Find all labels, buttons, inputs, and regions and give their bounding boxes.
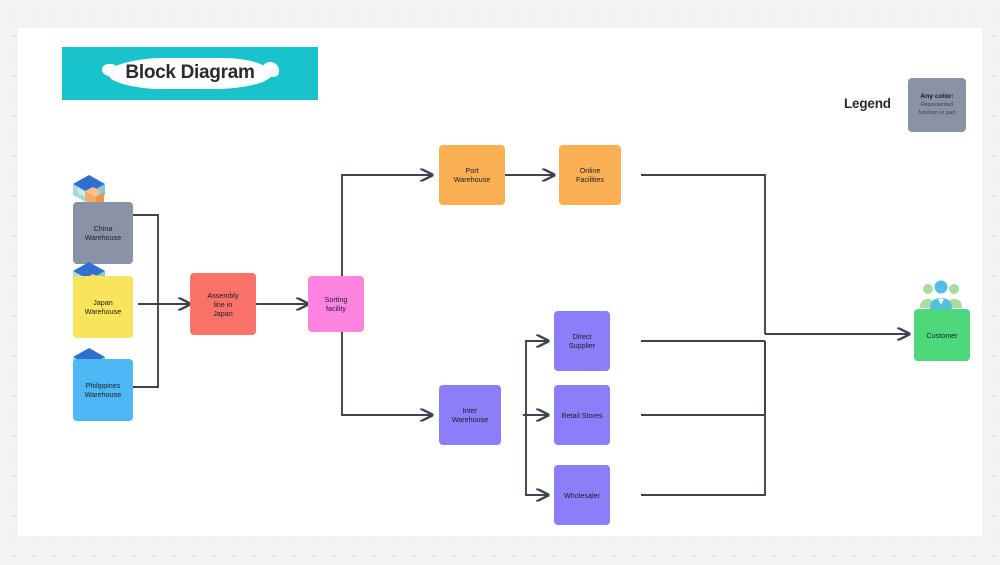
diagram-canvas[interactable]: Block Diagram Legend Any color: Represen… (18, 28, 982, 536)
node-direct-supplier[interactable]: Direct Supplier (554, 311, 610, 371)
legend-swatch-description: Represented function or part (918, 101, 956, 116)
legend-label: Legend (844, 96, 891, 111)
node-label-line2: Warehouse (84, 307, 122, 316)
node-sorting-facility[interactable]: Sorting facility (308, 276, 364, 332)
line-inter-to-wholesaler (525, 415, 548, 495)
node-label-line2: Warehouse (451, 415, 489, 424)
page-title: Block Diagram (125, 62, 255, 83)
node-philippines-warehouse[interactable]: Philippines Warehouse (73, 359, 133, 421)
node-wholesaler[interactable]: Wholesaler (554, 465, 610, 525)
node-label-line1: Retail Stores (561, 410, 603, 420)
node-label-line2: Warehouse (453, 175, 491, 184)
title-banner: Block Diagram (62, 47, 318, 100)
line-wholesaler-to-bus (641, 341, 766, 496)
node-inter-warehouse[interactable]: Inter Warehouse (439, 385, 501, 445)
node-port-warehouse[interactable]: Port Warehouse (439, 145, 505, 205)
node-label-line2: Warehouse (84, 233, 122, 242)
line-online-to-bus (641, 174, 766, 334)
node-label-line2: line in (213, 299, 233, 309)
node-china-warehouse[interactable]: China Warehouse (73, 202, 133, 264)
node-retail-stores[interactable]: Retail Stores (554, 385, 610, 445)
line-retail-to-bus (641, 341, 766, 416)
node-label-line2: Facilities (576, 175, 604, 184)
node-label-line2: Supplier (568, 341, 596, 350)
legend-swatch: Any color: Represented function or part (908, 78, 966, 132)
node-label-line1: Port (465, 166, 479, 175)
node-label-line1: Customer (926, 330, 958, 340)
node-label-line1: China (93, 224, 113, 233)
title-brush-highlight: Block Diagram (102, 58, 279, 89)
node-label-line3: Japan (213, 308, 233, 318)
node-label-line1: Wholesaler (564, 490, 600, 500)
node-assembly-line[interactable]: Assembly line in Japan (190, 273, 256, 335)
node-label-line1: Direct (572, 332, 592, 341)
node-label-line2: Warehouse (84, 390, 122, 399)
node-customer[interactable]: Customer (914, 309, 970, 361)
line-sorting-to-port (341, 175, 432, 276)
node-label-line1: Japan (93, 298, 113, 307)
node-label-line1: Sorting (324, 295, 348, 304)
node-online-facilities[interactable]: Online Facilities (559, 145, 621, 205)
node-label-line2: facility (326, 304, 346, 313)
node-label-line1: Inter (462, 406, 478, 415)
connector-layer (120, 28, 982, 536)
legend-swatch-title: Any color: (920, 92, 954, 100)
node-japan-warehouse[interactable]: Japan Warehouse (73, 276, 133, 338)
line-sorting-to-inter (341, 332, 432, 415)
node-label-line1: Philippines (85, 381, 121, 390)
node-label-line1: Online (579, 166, 601, 175)
node-label-line1: Assembly (207, 290, 239, 300)
line-inter-to-direct (525, 341, 548, 415)
